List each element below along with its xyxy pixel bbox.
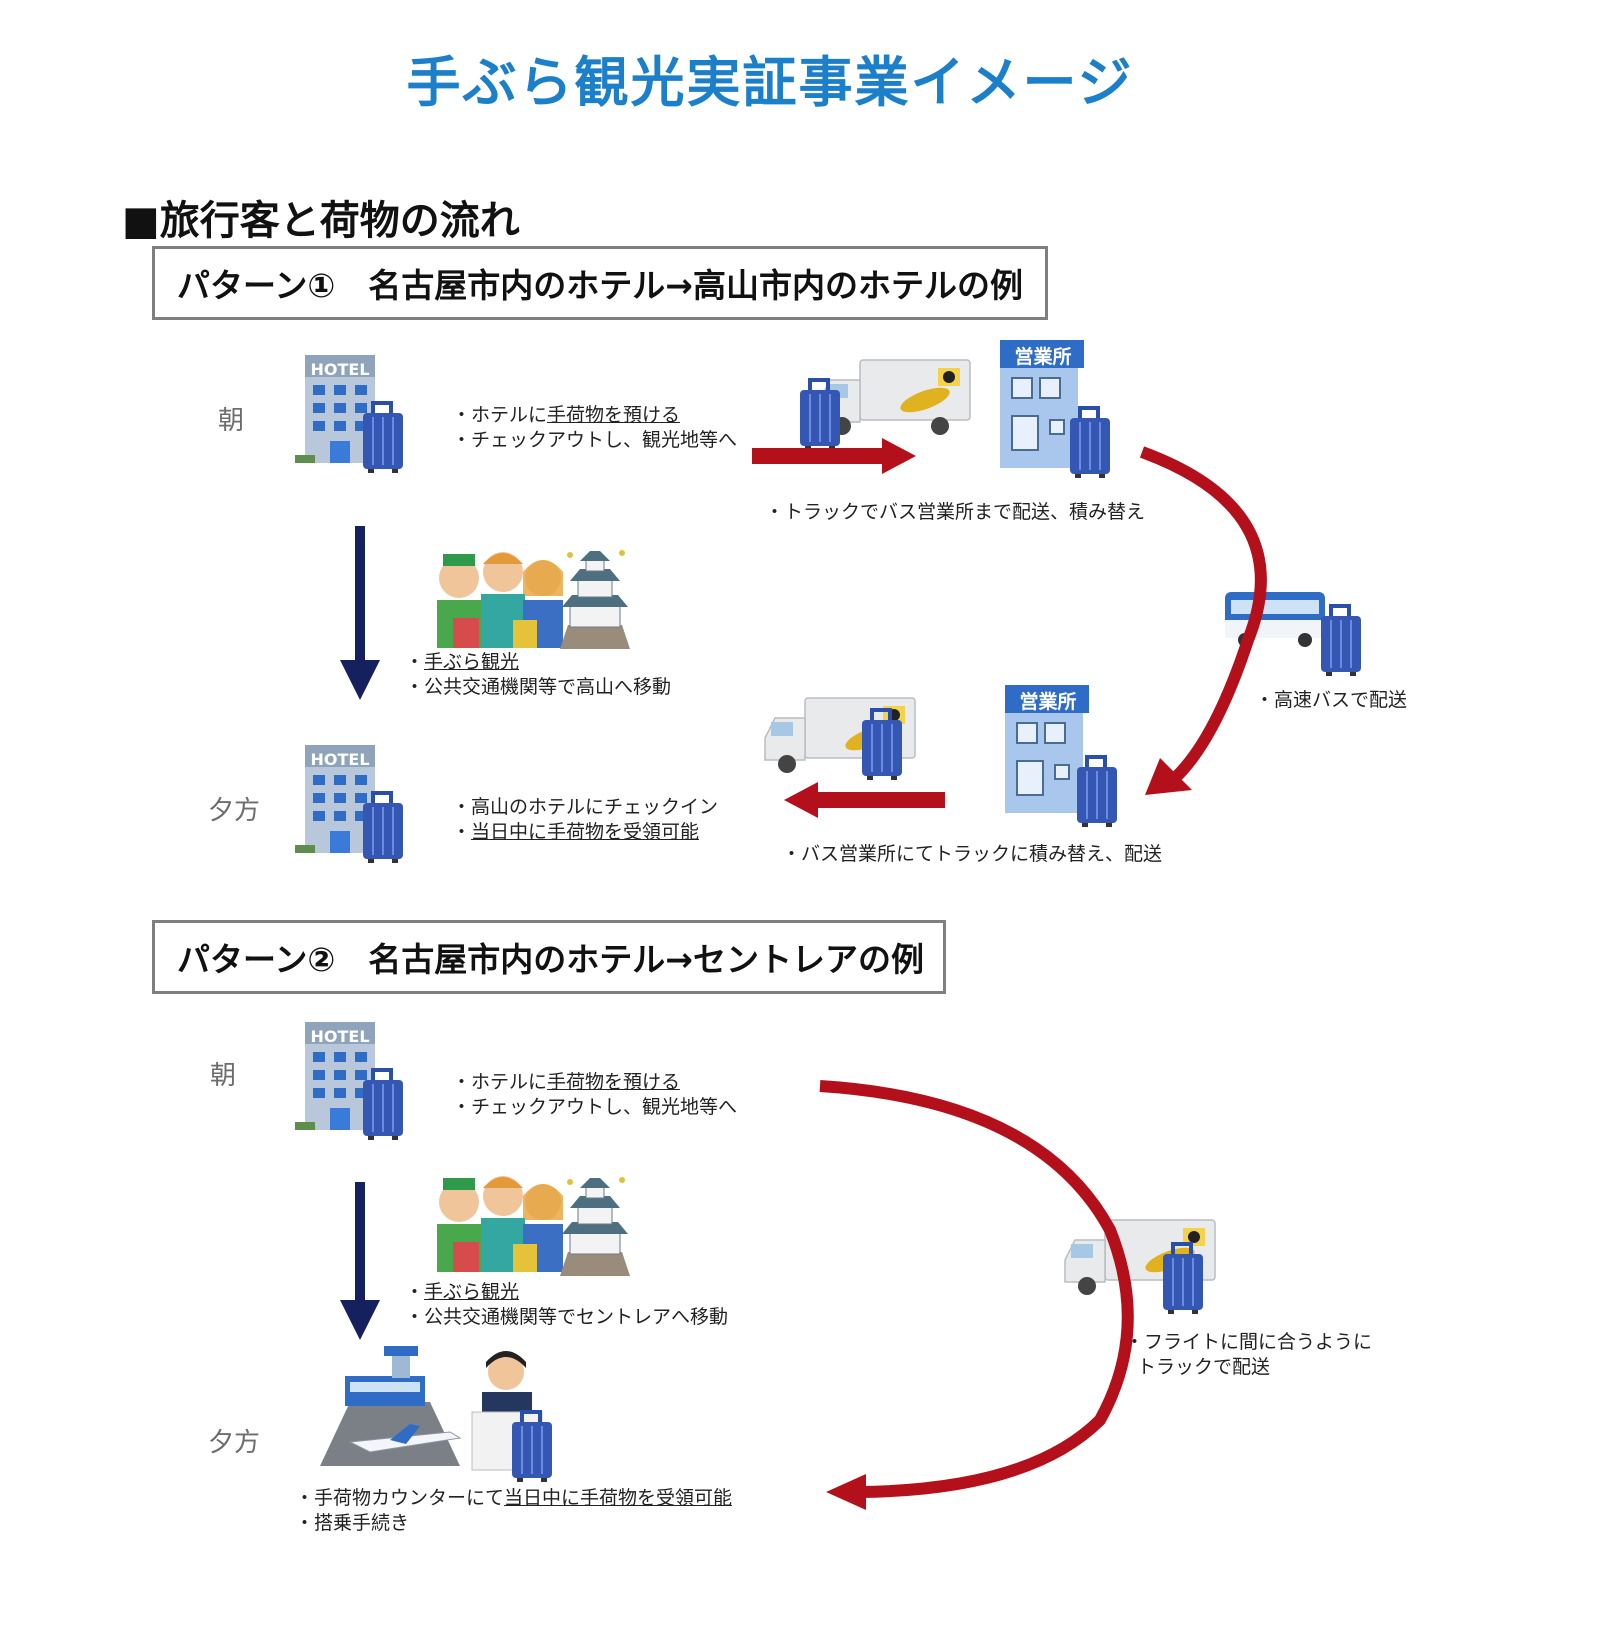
p1-castle-icon [559,549,631,650]
p1-curve-arrow [1139,446,1267,783]
p2-airport-icon [320,1346,462,1466]
p2-truck-note: ・フライトに間に合うように トラックで配送 [1125,1331,1373,1378]
page-title: 手ぶら観光実証事業イメージ [406,51,1134,114]
p1-morning-hotel-sign: HOTEL [310,360,370,379]
p2-sightseeing-note: ・手ぶら観光 ・公共交通機関等でセントレアへ移動 [405,1281,729,1328]
p2-morning-label: 朝 [210,1061,237,1091]
p1-sightseeing-note: ・手ぶら観光 ・公共交通機関等で高山へ移動 [405,651,672,698]
p1-truck-office-sign: 営業所 [1014,346,1072,368]
p2-evening-label: 夕方 [208,1428,261,1458]
p1-people-icon [437,552,563,648]
p1-morning-label: 朝 [218,406,245,436]
p1-truck-note: ・トラックでバス営業所まで配送、積み替え [765,501,1146,523]
p2-curve-arrow [819,1080,1134,1498]
pattern2-heading: パターン② 名古屋市内のホテル→セントレアの例 [152,920,946,994]
p1-evening-label: 夕方 [208,796,261,826]
p1-bus-office-sign: 営業所 [1019,691,1077,713]
p2-people-icon [437,1176,563,1272]
p1-evening-note: ・高山のホテルにチェックイン ・当日中に手荷物を受領可能 [452,796,719,843]
p2-morning-hotel-sign: HOTEL [310,1027,370,1046]
p1-bus-note: ・高速バスで配送 [1255,689,1408,711]
p2-airport-note: ・手荷物カウンターにて当日中に手荷物を受領可能 ・搭乗手続き [295,1487,733,1534]
section-heading: ■旅行客と荷物の流れ [122,198,520,244]
p1-transfer-note: ・バス営業所にてトラックに積み替え、配送 [782,843,1163,865]
p1-evening-hotel-sign: HOTEL [310,750,370,769]
p2-castle-icon [559,1176,631,1277]
pattern1-heading: パターン① 名古屋市内のホテル→高山市内のホテルの例 [152,246,1048,320]
p1-morning-note: ・ホテルに手荷物を預ける ・チェックアウトし、観光地等へ [452,404,738,451]
p1-right-arrow [752,448,884,464]
p2-morning-note: ・ホテルに手荷物を預ける ・チェックアウトし、観光地等へ [452,1071,738,1118]
p2-staff-counter-icon [471,1351,553,1483]
p1-left-arrow [818,792,945,808]
p1-morning-truck-icon [819,359,971,436]
